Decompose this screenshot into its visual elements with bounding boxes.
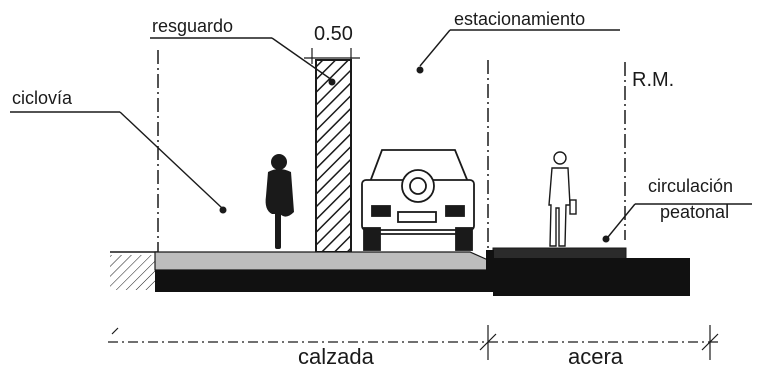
rm-label: R.M. bbox=[632, 69, 674, 91]
sidewalk-body bbox=[493, 258, 690, 296]
leader-dots bbox=[219, 66, 610, 243]
road-surface bbox=[154, 251, 489, 271]
leader-lines bbox=[10, 29, 752, 238]
acera-label: acera bbox=[568, 344, 624, 369]
ground-hatch bbox=[110, 255, 155, 290]
dimension-label: 0.50 bbox=[314, 23, 353, 45]
jeep-icon bbox=[361, 149, 475, 251]
bottom-dimension bbox=[108, 325, 720, 360]
calzada-label: calzada bbox=[298, 344, 375, 369]
road-base bbox=[155, 270, 495, 292]
estacionamiento-label: estacionamiento bbox=[454, 9, 585, 29]
resguardo-column bbox=[315, 59, 352, 253]
resguardo-label: resguardo bbox=[152, 16, 233, 36]
pedestrian-icon bbox=[548, 151, 577, 247]
curb bbox=[486, 250, 494, 278]
reference-lines bbox=[157, 50, 626, 258]
circulacion-label-line2: peatonal bbox=[660, 202, 729, 222]
circulacion-label-line1: circulación bbox=[648, 176, 733, 196]
ciclovia-label: ciclovía bbox=[12, 88, 73, 108]
street-section bbox=[110, 247, 690, 296]
cyclist-icon bbox=[265, 154, 294, 249]
